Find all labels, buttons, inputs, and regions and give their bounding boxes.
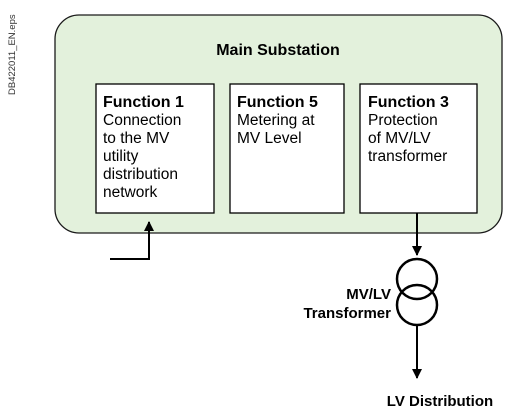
function-description-line: transformer — [368, 148, 447, 165]
function-description-line: utility — [103, 148, 139, 165]
function-box-3: Function 3 Protection of MV/LV transform… — [359, 83, 478, 214]
function-description-line: Metering at — [237, 112, 315, 129]
substation-title: Main Substation — [216, 42, 340, 59]
function-description-line: Connection — [103, 112, 181, 129]
function-description-line: to the MV — [103, 130, 170, 147]
function-description-line: Protection — [368, 112, 438, 129]
function-title: Function 5 — [237, 94, 318, 111]
function-box-1: Function 1 Connection to the MV utility … — [95, 83, 215, 214]
function-title: Function 3 — [368, 94, 449, 111]
function-description-line: of MV/LV — [368, 130, 431, 147]
file-label: DB422011_EN.eps — [7, 14, 18, 95]
transformer-label-line2: Transformer — [303, 305, 391, 322]
transformer-icon — [395, 257, 439, 327]
lv-distribution-label: LV Distribution — [387, 393, 493, 410]
transformer-label-line1: MV/LV — [346, 286, 391, 303]
function-description-line: network — [103, 184, 158, 201]
function-title: Function 1 — [103, 94, 184, 111]
function-box-5: Function 5 Metering at MV Level — [229, 83, 345, 214]
function-description-line: distribution — [103, 166, 178, 183]
function-description-line: MV Level — [237, 130, 302, 147]
incoming-feed-line — [110, 221, 154, 260]
